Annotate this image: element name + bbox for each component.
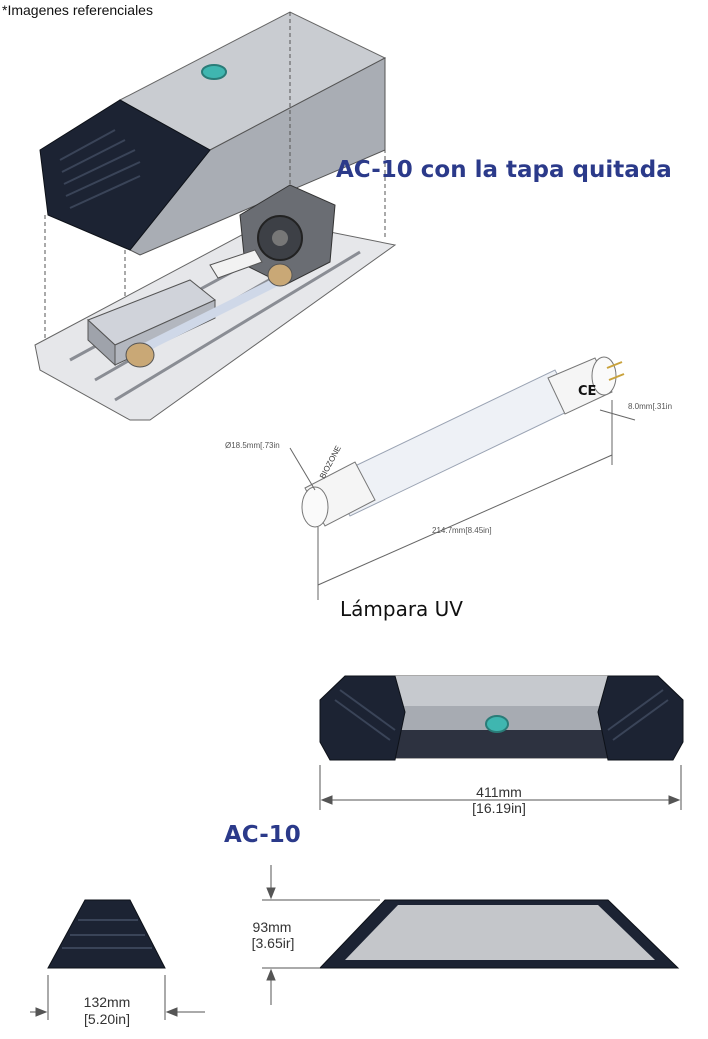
indicator-light [201,64,227,80]
lamp-length-label: 214.7mm[8.45in] [432,526,492,535]
cover-end-cap [39,99,211,251]
reference-note: *Imagenes referenciales [2,2,153,18]
lamp-dimension-lines [289,400,636,600]
cover-grille [59,129,141,209]
lamp-pin-label: 8.0mm[.31in [628,402,673,411]
top-height-dimension [262,865,380,1005]
side-depth-in: [5.20in] [84,1011,130,1027]
uv-lamp-caption: Lámpara UV [340,597,463,621]
front-width-mm: 411mm [476,784,522,800]
lamp-holder-left [125,342,155,368]
top-height-mm: 93mm [252,919,292,935]
connector-box [209,249,263,279]
side-depth-mm: 132mm [83,994,131,1010]
front-width-in: [16.19in] [472,800,526,816]
front-indicator-light [485,715,509,733]
ce-mark: CE [578,384,596,399]
front-end-cap-right [597,675,684,761]
front-end-cap-left [319,675,406,761]
lamp-pins [606,361,625,381]
tray-uv-lamp [127,270,293,360]
top-height-in: [3.65ir] [251,935,295,951]
front-width-dimension [319,765,682,810]
lamp-diameter-label: Ø18.5mm[.73in [225,441,280,450]
exploded-view-title: AC-10 con la tapa quitada [336,157,672,183]
lamp-holder-right [267,263,293,287]
side-depth-dimension [30,975,205,1020]
lamp-cap-left [301,461,376,528]
model-label: AC-10 [224,822,301,848]
